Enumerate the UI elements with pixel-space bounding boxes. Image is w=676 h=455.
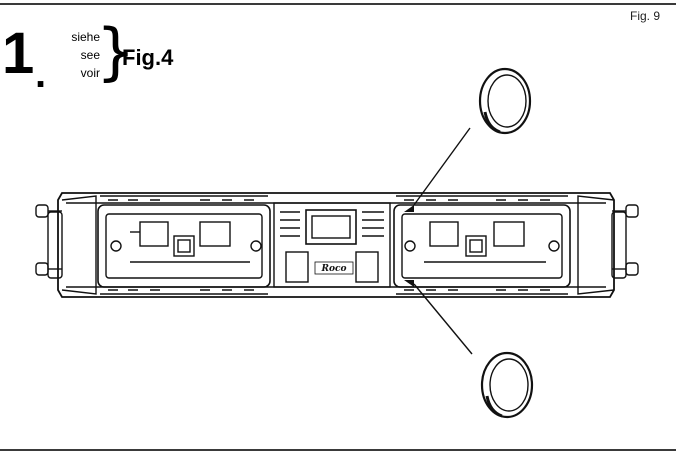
center-frame — [273, 202, 391, 288]
roco-logo: Roco — [314, 261, 354, 275]
locomotive-body — [35, 192, 639, 298]
step-number-dot: . — [35, 52, 47, 96]
figure-label: Fig. 9 — [629, 9, 660, 23]
traction-tire-bottom-icon — [480, 351, 534, 419]
word-french: voir — [80, 66, 100, 80]
bottom-rule — [0, 449, 676, 451]
bogie-left — [97, 195, 271, 295]
word-german: siehe — [71, 30, 100, 44]
svg-text:Roco: Roco — [321, 264, 347, 274]
grouping-brace: } — [96, 15, 136, 88]
traction-tire-top-icon — [478, 67, 532, 135]
word-english: see — [80, 48, 100, 62]
top-rule — [0, 3, 676, 5]
bogie-right — [393, 195, 571, 295]
figure-reference: Fig.4 — [122, 45, 174, 70]
see-words: siehe see voir — [56, 28, 100, 82]
step-number: 1 — [2, 21, 34, 86]
traction-tire-fill — [404, 205, 414, 287]
leader-line-bottom — [413, 283, 473, 355]
